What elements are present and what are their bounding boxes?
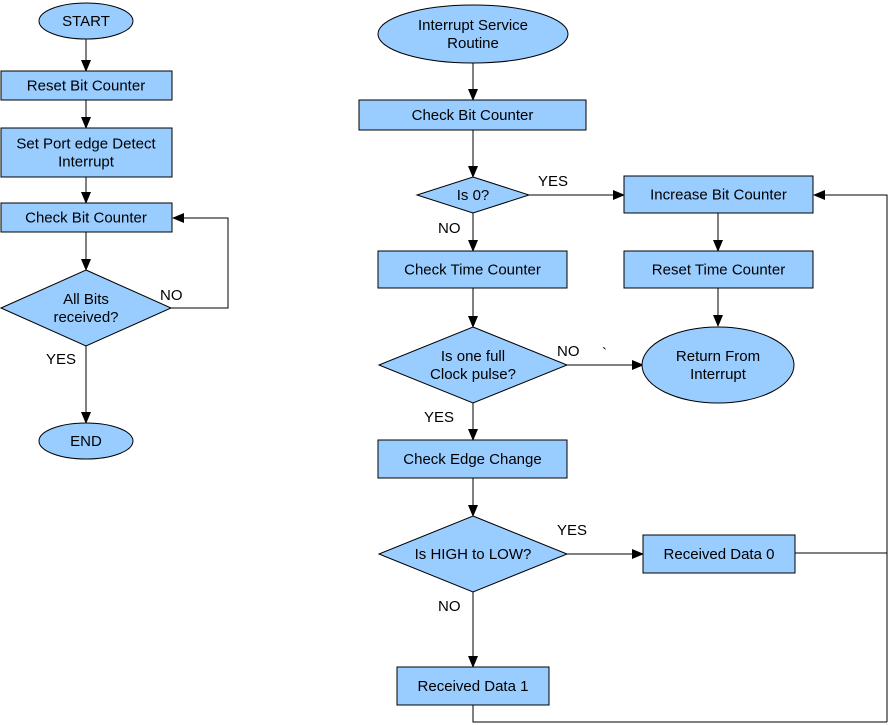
node-check-time-counter-text: Check Time Counter [404, 262, 541, 279]
edge-allbits-no-loop [171, 213, 229, 309]
node-received-data-0: Received Data 0 [642, 534, 796, 574]
node-text-line: Interrupt [58, 154, 115, 171]
node-start-text: START [62, 13, 110, 30]
node-text-line: Check Time Counter [404, 262, 541, 279]
node-text-line: Is one full [441, 348, 505, 365]
edges [81, 39, 888, 723]
node-received-data-0-text: Received Data 0 [664, 546, 775, 563]
node-text-line: END [70, 433, 102, 450]
node-reset-bit-counter: Reset Bit Counter [0, 70, 173, 101]
node-reset-bit-counter-text: Reset Bit Counter [27, 78, 145, 95]
nodes: START Reset Bit Counter Set Port edge De… [0, 2, 814, 706]
node-reset-time-counter-text: Reset Time Counter [652, 262, 785, 279]
node-check-bit-counter-left: Check Bit Counter [0, 202, 173, 233]
node-increase-bit-counter-text: Increase Bit Counter [650, 187, 787, 204]
edge-labels: NO YES YES NO NO ` YES YES NO [46, 173, 607, 615]
label-all-bits-yes: YES [46, 351, 76, 368]
label-all-bits-no: NO [160, 287, 183, 304]
node-text-line: Return From [676, 348, 760, 365]
node-increase-bit-counter: Increase Bit Counter [623, 175, 814, 214]
node-text-line: Received Data 1 [418, 678, 529, 695]
node-is-high-to-low-text: Is HIGH to LOW? [415, 546, 532, 563]
node-text-line: Is 0? [457, 187, 490, 204]
node-text-line: Set Port edge Detect [16, 136, 156, 153]
node-end-text: END [70, 433, 102, 450]
node-text-line: Interrupt [690, 366, 747, 383]
edge-bus-to-increase [813, 190, 888, 722]
node-end: END [38, 422, 134, 460]
node-text-line: Check Bit Counter [412, 107, 534, 124]
node-text-line: Interrupt Service [418, 17, 528, 34]
node-check-bit-counter-right-text: Check Bit Counter [412, 107, 534, 124]
edge-data1-to-bus [472, 705, 887, 723]
node-text-line: Routine [447, 35, 499, 52]
node-text-line: Is HIGH to LOW? [415, 546, 532, 563]
label-full-clock-yes: YES [424, 409, 454, 426]
node-text-line: All Bits [63, 291, 109, 308]
label-stray-mark: ` [602, 345, 607, 362]
label-high-low-no: NO [438, 598, 461, 615]
label-full-clock-no: NO [557, 343, 580, 360]
node-check-bit-counter-right: Check Bit Counter [358, 99, 587, 131]
node-text-line: Increase Bit Counter [650, 187, 787, 204]
node-check-edge-change-text: Check Edge Change [403, 451, 541, 468]
node-text-line: START [62, 13, 110, 30]
node-received-data-1-text: Received Data 1 [418, 678, 529, 695]
node-is-zero-text: Is 0? [457, 187, 490, 204]
node-is-high-to-low: Is HIGH to LOW? [377, 515, 569, 593]
node-text-line: Reset Bit Counter [27, 78, 145, 95]
node-check-time-counter: Check Time Counter [377, 250, 568, 289]
label-is-zero-yes: YES [538, 173, 568, 190]
label-is-zero-no: NO [438, 220, 461, 237]
node-text-line: Clock pulse? [430, 366, 516, 383]
node-text-line: Check Edge Change [403, 451, 541, 468]
node-reset-time-counter: Reset Time Counter [623, 250, 814, 289]
node-is-zero: Is 0? [415, 176, 531, 214]
node-check-bit-counter-left-text: Check Bit Counter [25, 210, 147, 227]
node-text-line: received? [53, 309, 118, 326]
node-text-line: Reset Time Counter [652, 262, 785, 279]
node-text-line: Received Data 0 [664, 546, 775, 563]
node-text-line: Check Bit Counter [25, 210, 147, 227]
node-start: START [38, 2, 134, 40]
node-check-edge-change: Check Edge Change [377, 439, 568, 479]
label-high-low-yes: YES [557, 522, 587, 539]
node-received-data-1: Received Data 1 [396, 666, 550, 706]
